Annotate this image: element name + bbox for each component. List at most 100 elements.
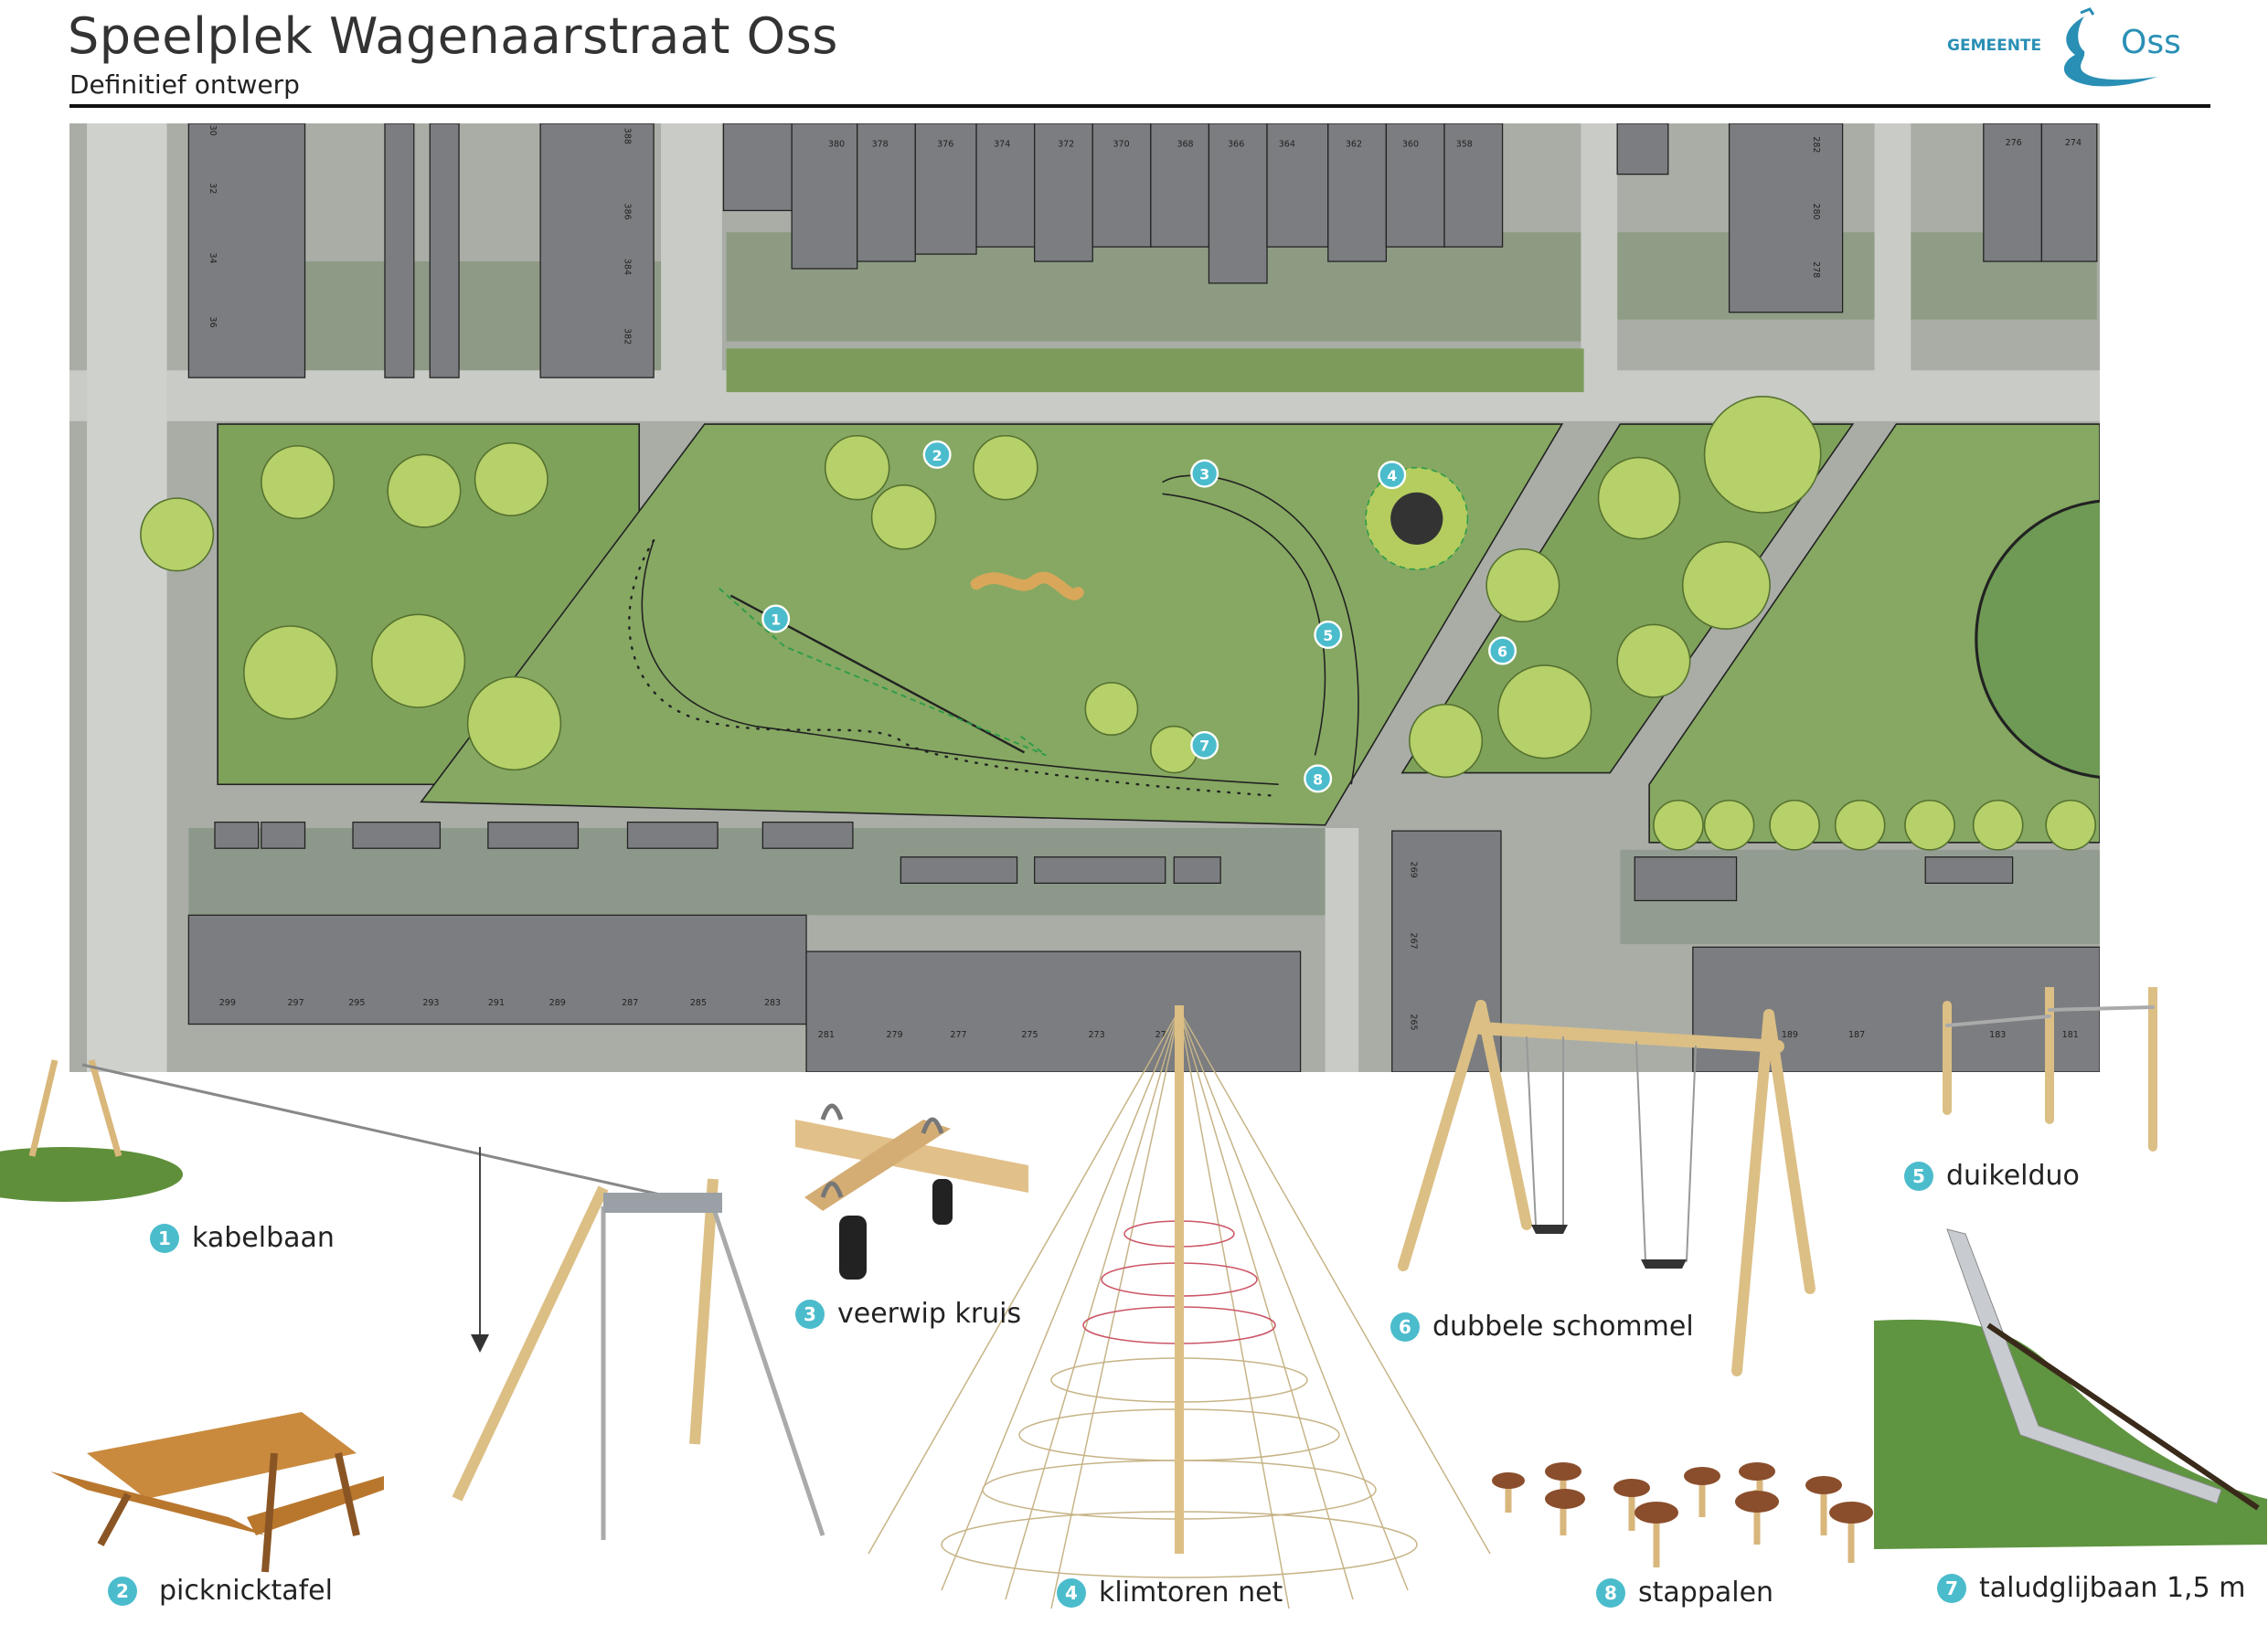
legend-item-5: 5 duikelduo bbox=[1904, 1160, 2080, 1192]
legend-label: stappalen bbox=[1638, 1577, 1774, 1609]
picknicktafel-illustration bbox=[50, 1412, 384, 1573]
legend-item-6: 6 dubbele schommel bbox=[1390, 1311, 1694, 1343]
number-badge: 2 bbox=[108, 1576, 137, 1606]
svg-text:299: 299 bbox=[219, 998, 236, 1008]
svg-text:281: 281 bbox=[818, 1030, 835, 1040]
svg-text:181: 181 bbox=[2062, 1030, 2079, 1040]
number-badge: 8 bbox=[1596, 1577, 1625, 1608]
svg-text:382: 382 bbox=[622, 328, 632, 345]
svg-text:283: 283 bbox=[764, 998, 781, 1008]
page-subtitle: Definitief ontwerp bbox=[69, 69, 300, 100]
legend-item-2: 2 picknicktafel bbox=[108, 1575, 333, 1607]
svg-text:282: 282 bbox=[1811, 136, 1821, 153]
legend-item-1: 1 kabelbaan bbox=[150, 1222, 335, 1254]
svg-text:34: 34 bbox=[208, 252, 218, 263]
logo-wave-icon bbox=[2063, 16, 2157, 87]
svg-text:30: 30 bbox=[208, 125, 218, 136]
svg-text:1: 1 bbox=[771, 611, 781, 628]
svg-text:32: 32 bbox=[208, 183, 218, 194]
svg-text:372: 372 bbox=[1058, 139, 1074, 149]
svg-text:276: 276 bbox=[2006, 138, 2022, 148]
legend-item-8: 8 stappalen bbox=[1596, 1577, 1773, 1609]
map-marker-7[interactable]: 7 bbox=[1190, 730, 1219, 759]
logo-prefix: GEMEENTE bbox=[1947, 37, 2041, 55]
map-marker-1[interactable]: 1 bbox=[761, 604, 791, 633]
svg-text:273: 273 bbox=[1088, 1030, 1104, 1040]
svg-text:279: 279 bbox=[886, 1030, 902, 1040]
map-marker-2[interactable]: 2 bbox=[922, 440, 952, 469]
svg-text:189: 189 bbox=[1782, 1030, 1798, 1040]
svg-text:289: 289 bbox=[549, 998, 566, 1008]
veerwip-kruis-illustration bbox=[795, 1103, 1028, 1280]
svg-text:2: 2 bbox=[932, 447, 942, 464]
svg-text:291: 291 bbox=[488, 998, 505, 1008]
svg-text:374: 374 bbox=[994, 139, 1010, 149]
map-marker-6[interactable]: 6 bbox=[1488, 636, 1517, 665]
svg-text:384: 384 bbox=[622, 259, 632, 275]
svg-text:388: 388 bbox=[622, 128, 632, 144]
legend-label: klimtoren net bbox=[1099, 1577, 1283, 1609]
svg-text:278: 278 bbox=[1811, 261, 1821, 278]
number-badge: 5 bbox=[1904, 1161, 1933, 1191]
number-badge: 4 bbox=[1057, 1577, 1086, 1608]
legend-label: taludglijbaan 1,5 m bbox=[1979, 1572, 2246, 1604]
legend-label: kabelbaan bbox=[192, 1222, 335, 1254]
svg-text:3: 3 bbox=[1199, 465, 1209, 483]
svg-text:280: 280 bbox=[1811, 203, 1821, 219]
svg-text:285: 285 bbox=[690, 998, 707, 1008]
svg-text:265: 265 bbox=[1408, 1014, 1418, 1030]
svg-text:376: 376 bbox=[937, 139, 953, 149]
svg-text:187: 187 bbox=[1848, 1030, 1865, 1040]
map-marker-4[interactable]: 4 bbox=[1378, 461, 1407, 490]
legend-label: veerwip kruis bbox=[837, 1298, 1022, 1330]
svg-text:267: 267 bbox=[1408, 932, 1418, 949]
taludglijbaan-illustration bbox=[1874, 1228, 2267, 1549]
svg-text:360: 360 bbox=[1402, 139, 1419, 149]
svg-text:295: 295 bbox=[348, 998, 365, 1008]
svg-text:293: 293 bbox=[422, 998, 439, 1008]
svg-text:380: 380 bbox=[828, 139, 845, 149]
svg-text:362: 362 bbox=[1346, 139, 1362, 149]
equipment-illustrations bbox=[0, 987, 2267, 1609]
dubbele-schommel-illustration bbox=[1398, 1000, 1815, 1376]
svg-text:366: 366 bbox=[1228, 139, 1244, 149]
trees bbox=[140, 396, 2097, 851]
map-marker-3[interactable]: 3 bbox=[1190, 459, 1219, 488]
map-marker-5[interactable]: 5 bbox=[1314, 621, 1343, 650]
svg-text:386: 386 bbox=[622, 203, 632, 219]
number-badge: 1 bbox=[150, 1223, 179, 1253]
duikelduo-illustration bbox=[1943, 987, 2157, 1152]
kabelbaan-illustration bbox=[0, 1059, 825, 1540]
legend-label: dubbele schommel bbox=[1432, 1311, 1694, 1343]
header-divider bbox=[69, 104, 2210, 108]
klimtoren-net-illustration bbox=[868, 1005, 1491, 1609]
map-marker-8[interactable]: 8 bbox=[1304, 764, 1333, 793]
site-plan-map: 380 378 376 374 372 370 368 366 364 362 … bbox=[69, 123, 2100, 1072]
gemeente-oss-logo: GEMEENTE Oss bbox=[1947, 7, 2181, 87]
logo-name: Oss bbox=[2121, 24, 2181, 61]
legend-label: picknicktafel bbox=[159, 1575, 333, 1607]
svg-text:274: 274 bbox=[2065, 138, 2082, 148]
legend-item-3: 3 veerwip kruis bbox=[795, 1298, 1021, 1330]
svg-text:183: 183 bbox=[1989, 1030, 2006, 1040]
svg-text:4: 4 bbox=[1387, 467, 1397, 484]
stappalen-illustration bbox=[1492, 1462, 1873, 1567]
svg-text:378: 378 bbox=[872, 139, 889, 149]
number-badge: 6 bbox=[1390, 1312, 1420, 1342]
number-badge: 3 bbox=[795, 1299, 825, 1329]
house-numbers: 380 378 376 374 372 370 368 366 364 362 … bbox=[208, 125, 2082, 1040]
svg-text:277: 277 bbox=[950, 1030, 966, 1040]
climbing-net-icon bbox=[1390, 492, 1443, 545]
legend-item-7: 7 taludglijbaan 1,5 m bbox=[1937, 1572, 2245, 1604]
svg-text:8: 8 bbox=[1313, 770, 1323, 788]
svg-text:7: 7 bbox=[1199, 738, 1209, 755]
svg-text:287: 287 bbox=[622, 998, 638, 1008]
svg-text:36: 36 bbox=[208, 316, 218, 327]
svg-text:269: 269 bbox=[1408, 862, 1418, 878]
svg-text:358: 358 bbox=[1456, 139, 1473, 149]
svg-text:27: 27 bbox=[1155, 1030, 1166, 1040]
svg-text:370: 370 bbox=[1113, 139, 1130, 149]
svg-text:5: 5 bbox=[1323, 627, 1333, 644]
legend-label: duikelduo bbox=[1946, 1160, 2080, 1192]
svg-text:368: 368 bbox=[1177, 139, 1193, 149]
